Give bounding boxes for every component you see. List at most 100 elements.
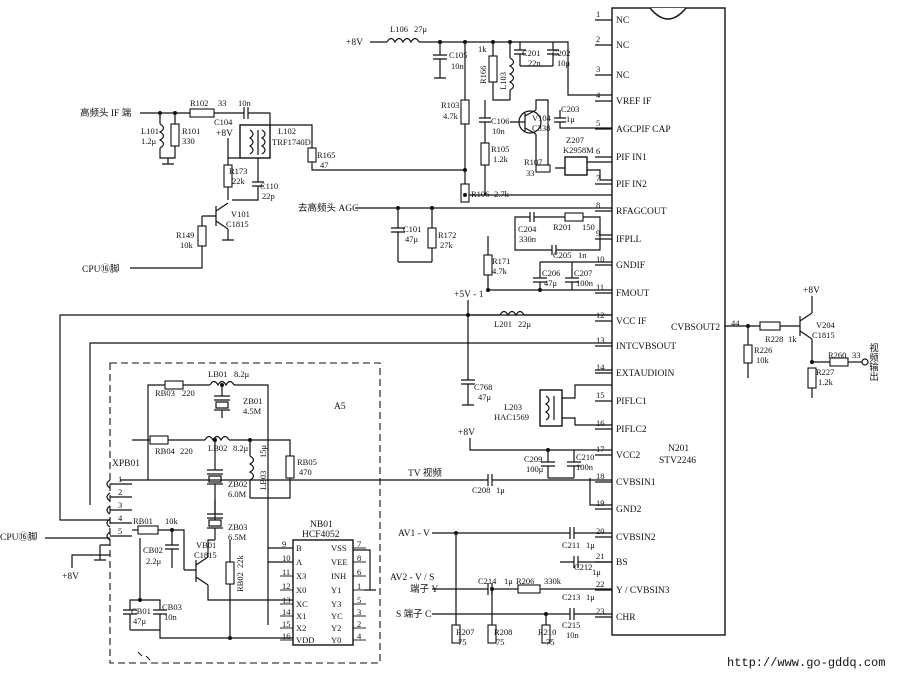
ic-n201-body (611, 7, 726, 636)
label-RB01: RB01 (133, 516, 153, 526)
label-R173: R173 (229, 166, 247, 176)
label-C110: C110 (260, 181, 278, 191)
label-R101: R101 (182, 126, 200, 136)
value-C209: 100μ (526, 464, 544, 474)
value-RB05: 470 (299, 467, 312, 477)
cpu-pin-label-bottom: CPU⑯脚 (0, 532, 37, 543)
ic-pin-number: 2 (596, 34, 600, 44)
label-R172: R172 (438, 230, 456, 240)
connector-xpb01-label: XPB01 (112, 459, 140, 469)
value-R227: 1.2k (818, 377, 834, 387)
label-C203: C203 (561, 104, 579, 114)
capacitor-C105 (433, 54, 447, 79)
resistor-R210 (541, 624, 551, 644)
ic-pin-name: NC (616, 71, 629, 81)
ic-pin-number: 7 (596, 173, 600, 183)
resistor-R171 (483, 254, 493, 276)
transistor-V101 (202, 202, 229, 230)
s-terminal-y-label: 端子 Y (410, 583, 438, 595)
label-LB02: LB02 (208, 443, 227, 453)
resistor-RB02 (225, 561, 235, 585)
inductor-LB03 (248, 455, 255, 481)
label-C211: C211 (562, 540, 580, 550)
label-ZB01: ZB01 (243, 396, 262, 406)
supply-8v-top: +8V (346, 38, 363, 48)
label-C213: C213 (562, 592, 580, 602)
label-R227: R227 (816, 367, 834, 377)
ic-pin-number: 21 (596, 551, 605, 561)
label-R166: R166 (478, 66, 488, 84)
resistor-R103 (460, 99, 470, 125)
inductor-L101 (158, 123, 165, 149)
label-LB01: LB01 (208, 369, 227, 379)
value-C104: 10n (238, 98, 252, 108)
value-R173: 22k (232, 176, 246, 186)
filter-Z207 (564, 156, 588, 176)
nb01-pin-number: 8 (357, 553, 361, 563)
label-C202: C202 (552, 48, 570, 58)
value-C204: 330n (519, 234, 537, 244)
ic-pin-number: 6 (596, 146, 600, 156)
label-L203: L203 (504, 402, 522, 412)
resistor-R228 (759, 321, 781, 331)
ic-pin-number: 15 (596, 390, 605, 400)
ic-n201-notch (649, 7, 687, 20)
nb01-pin-number: 1 (357, 581, 361, 591)
website-url[interactable]: http://www.go-gddq.com (727, 656, 885, 670)
value-L201: 22μ (518, 319, 532, 329)
value-RB03: 220 (182, 388, 195, 398)
nb01-pin-name: Y0 (331, 635, 341, 645)
label-RB03: RB03 (155, 388, 175, 398)
value-R201: 150 (582, 222, 595, 232)
transistor-V204 (799, 312, 813, 340)
value-C101: 47μ (405, 234, 419, 244)
supply-8v-vcc2: +8V (458, 428, 475, 438)
label-R207: R207 (456, 627, 474, 637)
label-V204: V204 (816, 320, 836, 330)
ic-nb01-body (292, 539, 354, 646)
label-R210: R210 (538, 627, 556, 637)
ic-pin-number: 18 (596, 471, 605, 481)
nb01-pin-number: 9 (282, 539, 286, 549)
nb01-pin-name: XC (296, 599, 308, 609)
label-ZB02: ZB02 (228, 479, 247, 489)
ic-pin-name: VREF IF (616, 97, 651, 107)
value-CB03: 10n (164, 612, 178, 622)
inductor-L103 (508, 57, 515, 91)
ic-pin-number: 1 (596, 9, 600, 19)
value-CB02: 2.2μ (146, 556, 162, 566)
value-ZB03: 6.5M (228, 532, 247, 542)
inductor-L106 (386, 37, 420, 44)
supply-8v-v204: +8V (803, 286, 820, 296)
value-CB01: 47μ (133, 616, 147, 626)
block-a5-outline (109, 362, 381, 664)
value-LB03: 15μ (258, 445, 268, 459)
label-CB03: CB03 (162, 602, 182, 612)
video-out-label: 视频输出 (867, 342, 879, 382)
value-Z207: K2958M (563, 145, 594, 155)
value-RB02: 22k (235, 555, 245, 569)
value-L101: 1.2μ (141, 136, 157, 146)
value-R149: 10k (180, 240, 194, 250)
ic-pin-number: 8 (596, 200, 600, 210)
value-VB01: C1815 (194, 550, 217, 560)
resistor-RB04 (149, 435, 169, 445)
ic-pin-number: 23 (596, 606, 605, 616)
value-R207: 75 (458, 637, 467, 647)
label-C210: C210 (576, 452, 594, 462)
label-Z207: Z207 (566, 135, 584, 145)
value-R210: 75 (546, 637, 555, 647)
resistor-R206 (517, 584, 541, 594)
value-C208: 1μ (496, 485, 505, 495)
value-C210: 100n (576, 462, 594, 472)
ic-pin-name: CVBSIN1 (616, 478, 656, 488)
inductor-L201 (499, 310, 525, 317)
label-LB03: LB03 (258, 471, 268, 490)
ic-pin-number: 17 (596, 444, 605, 454)
label-R149: R149 (176, 230, 194, 240)
label-C204: C204 (518, 224, 537, 234)
value-C105: 10n (451, 61, 465, 71)
label-C206: C206 (542, 268, 560, 278)
ic-pin-name: PIF IN2 (616, 180, 647, 190)
s-terminal-c-label: S 端子 C (396, 608, 431, 620)
